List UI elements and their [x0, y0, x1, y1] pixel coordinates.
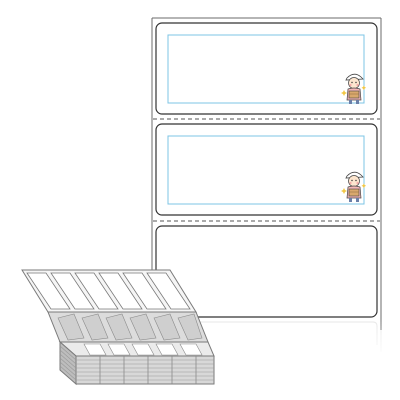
- fanfold-folding-strip: [47, 311, 209, 343]
- label-card: [155, 22, 378, 115]
- mascot-courier-icon: [341, 171, 367, 202]
- mascot-courier-icon: [341, 73, 367, 104]
- fanfold-stack-block: [58, 340, 215, 386]
- stack-sheet-lines: [76, 359, 214, 381]
- label-card: [155, 123, 378, 216]
- fanfold-top-strip: [21, 269, 197, 313]
- print-area-outline: [167, 135, 365, 205]
- label-outline: [155, 123, 378, 216]
- print-area-outline: [167, 34, 365, 104]
- fanfold-label-stack-icon: [21, 269, 215, 386]
- label-outline: [155, 22, 378, 115]
